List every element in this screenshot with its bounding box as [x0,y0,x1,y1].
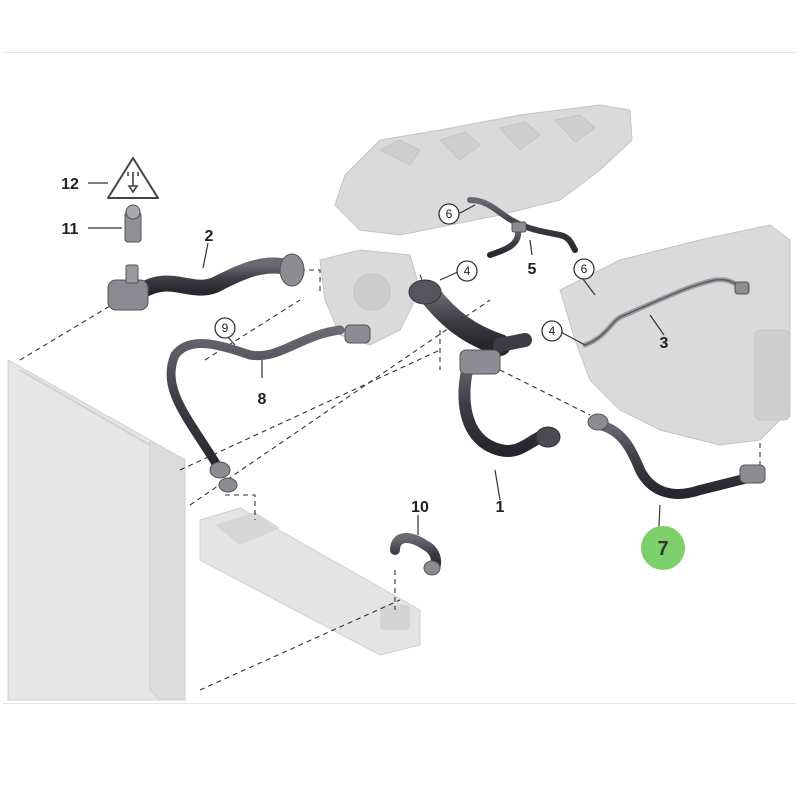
callout-6a: 6 [446,207,453,221]
hose-2 [107,253,305,311]
diagram-frame [3,52,796,704]
highlight-badge-7: 7 [641,526,685,570]
callout-5: 5 [528,261,537,278]
callout-3: 3 [660,335,669,352]
hose-7 [587,413,766,499]
callout-11: 11 [62,221,79,238]
hose-5 [467,197,578,258]
callout-12: 12 [61,176,79,193]
hose-10 [390,533,442,576]
callout-1: 1 [496,499,505,516]
callout-2: 2 [205,228,214,245]
engine-block [319,104,791,446]
callout-circle-6a: 6 [438,203,460,225]
callout-circle-9: 9 [214,317,236,339]
callout-circle-4b: 4 [541,320,563,342]
callout-4b: 4 [549,324,556,338]
callout-circle-4a: 4 [456,260,478,282]
expansion-tank [199,507,421,656]
hose-3 [582,277,750,348]
electrical-plug-warning-icon [107,157,159,199]
sensor-11 [124,204,142,243]
callout-8: 8 [258,391,267,408]
hose-8 [166,324,371,493]
callout-9: 9 [222,321,229,335]
assembly-lines [19,269,761,691]
radiator [7,359,186,701]
callout-6b: 6 [581,262,588,276]
callout-10: 10 [411,499,429,516]
callout-7: 7 [657,538,668,560]
hose-1 [408,279,561,457]
callout-4a: 4 [464,264,471,278]
callout-circle-6b: 6 [573,258,595,280]
